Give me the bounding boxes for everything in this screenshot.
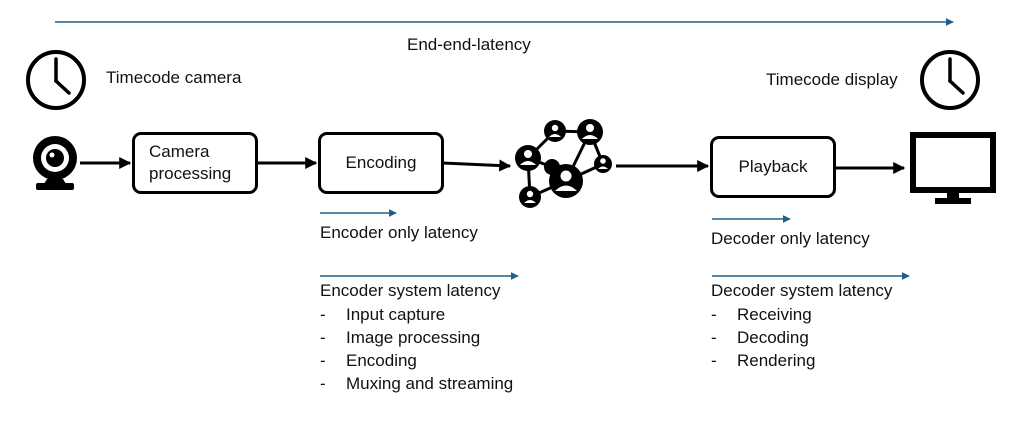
list-item: -Receiving: [711, 305, 812, 324]
list-item: -Muxing and streaming: [320, 374, 514, 393]
encoding-label: Encoding: [345, 153, 417, 172]
list-item: -Encoding: [320, 351, 417, 370]
bullet-dash: -: [711, 305, 717, 324]
bullet-dash: -: [711, 351, 717, 370]
bullet-dash: -: [320, 374, 326, 393]
end-to-end-latency-label: End-end-latency: [407, 35, 531, 54]
camera-processing-label: Camera processing: [149, 142, 232, 183]
monitor-icon: [910, 132, 996, 204]
encoding-box: Encoding: [318, 132, 444, 194]
playback-label: Playback: [738, 157, 808, 176]
list-item: -Image processing: [320, 328, 481, 347]
list-item: -Input capture: [320, 305, 446, 324]
bullet-dash: -: [711, 328, 717, 347]
decoder-system-steps: -Receiving -Decoding -Rendering: [711, 303, 815, 372]
timecode-display-label: Timecode display: [766, 70, 898, 89]
bullet-dash: -: [320, 305, 326, 324]
encoder-system-latency-title: Encoder system latency: [320, 281, 501, 300]
decoder-only-latency-label: Decoder only latency: [711, 229, 870, 248]
bullet-dash: -: [320, 351, 326, 370]
camera-processing-box: Camera processing: [132, 132, 258, 194]
encoder-system-steps: -Input capture -Image processing -Encodi…: [320, 303, 513, 395]
list-item: -Rendering: [711, 351, 816, 370]
clock-icon: [26, 50, 86, 110]
playback-box: Playback: [710, 136, 836, 198]
clock-icon: [920, 50, 980, 110]
encoder-only-latency-label: Encoder only latency: [320, 223, 478, 242]
decoder-system-latency-title: Decoder system latency: [711, 281, 893, 300]
network-icon: [515, 119, 612, 208]
webcam-icon: [33, 136, 77, 190]
bullet-dash: -: [320, 328, 326, 347]
timecode-camera-label: Timecode camera: [106, 68, 242, 87]
list-item: -Decoding: [711, 328, 809, 347]
flow-arrow-encoding-to-network: [442, 159, 512, 172]
